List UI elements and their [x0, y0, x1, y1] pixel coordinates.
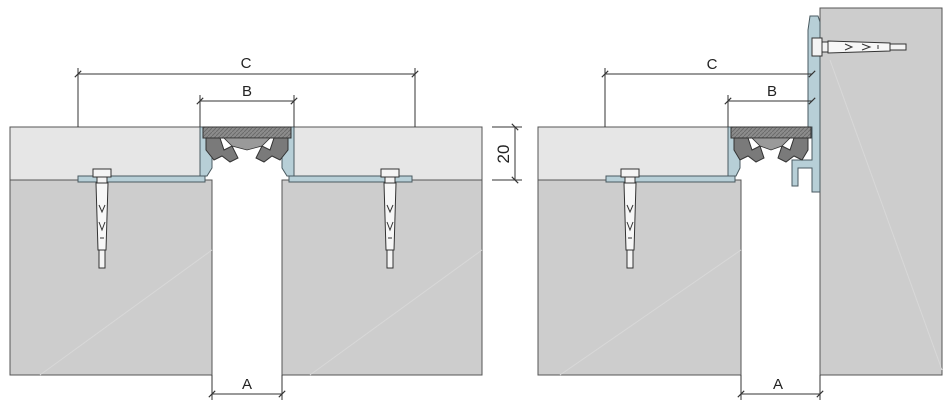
anchor-bolt-right: [380, 168, 400, 269]
label-c-right: C: [707, 56, 718, 73]
substrate-left: [9, 179, 213, 376]
anchor-bolt-wall: [811, 37, 907, 57]
label-height: 20: [494, 145, 513, 164]
wall-joint-view: C B A: [537, 7, 943, 400]
label-c-left: C: [241, 55, 252, 72]
label-a-left: A: [242, 376, 252, 393]
floor-joint-view: C B A: [9, 55, 483, 400]
anchor-bolt-floor: [620, 168, 640, 269]
dimension-c-right: C: [601, 56, 816, 127]
rubber-insert-left-view: [202, 126, 292, 163]
dimension-a-left: A: [208, 375, 286, 400]
rubber-insert-wall-view: [730, 126, 812, 163]
dimension-a-right: A: [737, 375, 824, 400]
dimension-c-left: C: [74, 55, 419, 127]
label-a-right: A: [773, 376, 783, 393]
dimension-b-right: B: [724, 83, 816, 127]
label-b-right: B: [767, 83, 777, 100]
anchor-bolt-left: [92, 168, 112, 269]
substrate-floor: [537, 179, 742, 376]
substrate-right: [281, 179, 483, 376]
label-b-left: B: [242, 83, 252, 100]
dimension-b-left: B: [196, 83, 298, 127]
dimension-height: 20: [492, 123, 522, 184]
